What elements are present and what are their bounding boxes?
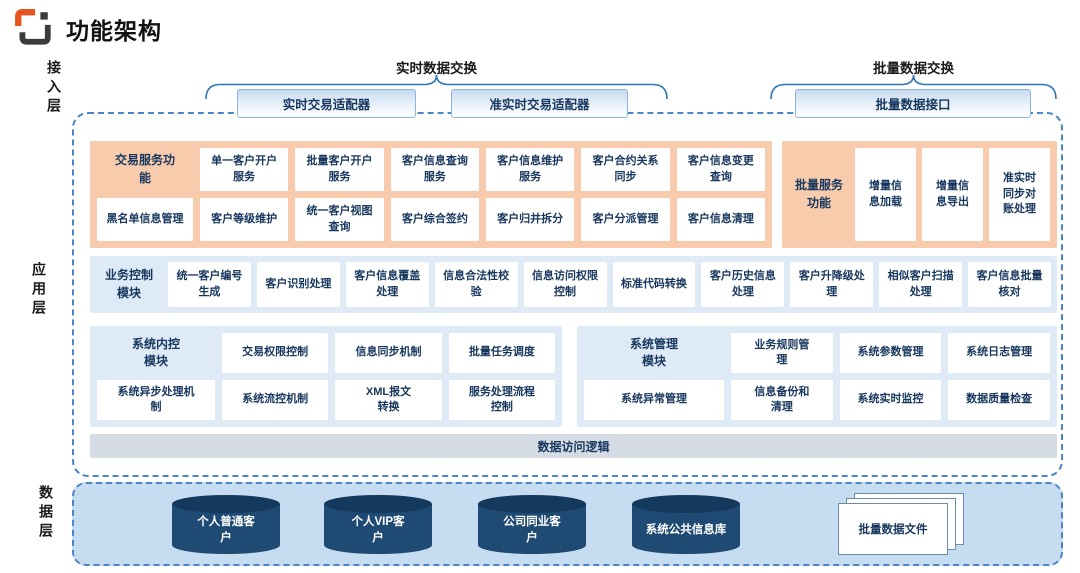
layer-label-access: 接入层	[46, 60, 62, 117]
function-box: 单一客户开户服务	[200, 148, 289, 191]
batch-service-panel-label: 批量服务功能	[794, 178, 843, 210]
cylinder-icon	[478, 495, 586, 554]
business-control-panel-label: 业务控制模块	[104, 268, 153, 300]
function-box: 统一客户编号生成	[168, 262, 251, 307]
batch-exchange-brace	[770, 75, 1057, 100]
trade-service-panel: 交易服务功能 单一客户开户服务 批量客户开户服务 客户信息查询服务 客户信息维护…	[90, 141, 772, 248]
function-box: 信息同步机制	[335, 333, 442, 373]
function-box: 系统日志管理	[948, 333, 1050, 373]
function-box: 客户升降级处理	[790, 262, 874, 307]
batch-service-panel: 批量服务功能 增量信息加载 增量信息导出 准实时同步对账处理	[782, 141, 1057, 248]
function-box: 客户分派管理	[581, 198, 670, 241]
batch-exchange-label: 批量数据交换	[873, 61, 954, 76]
function-box: 客户综合签约	[390, 198, 479, 241]
database-cylinder: 公司同业客户	[476, 494, 588, 556]
function-box: 客户信息查询服务	[390, 148, 479, 191]
system-management-panel-label: 系统管理模块	[629, 336, 678, 368]
function-box: 客户归并拆分	[486, 198, 575, 241]
function-box: 信息访问权限控制	[523, 262, 607, 307]
system-control-panel-label: 系统内控模块	[131, 336, 180, 368]
database-label: 系统公共信息库	[645, 524, 727, 537]
data-access-logic-bar: 数据访问逻辑	[90, 434, 1057, 458]
function-box: 信息合法性校验	[434, 262, 518, 307]
cylinder-icon	[172, 495, 280, 554]
function-box: 统一客户视图查询	[295, 198, 384, 241]
layer-label-application: 应用层	[31, 262, 47, 319]
realtime-exchange-brace	[205, 75, 668, 100]
function-box: 客户信息覆盖处理	[345, 262, 429, 307]
trade-service-panel-label: 交易服务功能	[114, 153, 175, 185]
function-box: XML报文转换	[335, 380, 442, 420]
logo-brackets-icon	[15, 9, 51, 45]
business-control-panel: 业务控制模块 统一客户编号生成 客户识别处理 客户信息覆盖处理 信息合法性校验 …	[90, 256, 1057, 313]
database-label: 个人VIP客户	[351, 516, 405, 544]
function-box: 批量任务调度	[448, 333, 555, 373]
function-box: 准实时同步对账处理	[989, 148, 1050, 241]
function-box: 系统实时监控	[839, 380, 942, 420]
function-box: 客户识别处理	[256, 262, 340, 307]
system-control-panel: 系统内控模块 交易权限控制 信息同步机制 批量任务调度 系统异步处理机制 系统流…	[90, 326, 562, 427]
realtime-exchange-label: 实时数据交换	[396, 61, 477, 76]
batch-file-label: 批量数据文件	[838, 503, 948, 555]
function-box: 服务处理流程控制	[448, 380, 555, 420]
batch-data-file-icon: 批量数据文件	[822, 493, 1022, 559]
function-box: 业务规则管理	[731, 333, 833, 373]
function-box: 客户合约关系同步	[581, 148, 670, 191]
database-label: 公司同业客户	[503, 516, 561, 544]
function-box: 交易权限控制	[222, 333, 329, 373]
layer-label-data: 数据层	[38, 485, 54, 542]
function-box: 客户历史信息处理	[701, 262, 785, 307]
data-layer-container: 个人普通客户 个人VIP客户 公司同业客户 系统公共信息库	[72, 482, 1063, 566]
database-cylinder: 个人VIP客户	[322, 494, 434, 556]
cylinder-icon	[632, 495, 740, 554]
system-management-panel: 系统管理模块 业务规则管理 系统参数管理 系统日志管理 系统异常管理 信息备份和…	[577, 326, 1057, 427]
function-box: 客户等级维护	[200, 198, 289, 241]
function-box: 批量客户开户服务	[295, 148, 384, 191]
page-title: 功能架构	[66, 18, 162, 44]
function-box: 系统异常管理	[584, 380, 724, 420]
function-box: 客户信息清理	[676, 198, 765, 241]
adapter-realtime-transaction: 实时交易适配器	[237, 89, 416, 118]
function-box: 系统参数管理	[839, 333, 942, 373]
function-box: 标准代码转换	[612, 262, 696, 307]
function-box: 信息备份和清理	[731, 380, 833, 420]
function-box: 黑名单信息管理	[97, 198, 193, 241]
function-box: 相似客户扫描处理	[879, 262, 963, 307]
function-box: 系统流控机制	[222, 380, 329, 420]
function-box: 客户信息批量核对	[968, 262, 1051, 307]
function-box: 客户信息变更查询	[676, 148, 765, 191]
application-layer-container: 交易服务功能 单一客户开户服务 批量客户开户服务 客户信息查询服务 客户信息维护…	[72, 112, 1063, 477]
database-cylinder: 系统公共信息库	[630, 494, 742, 556]
function-box: 增量信息加载	[855, 148, 916, 241]
database-cylinder: 个人普通客户	[170, 494, 282, 556]
function-box: 客户信息维护服务	[486, 148, 575, 191]
database-label: 个人普通客户	[197, 516, 255, 544]
function-box: 系统异步处理机制	[97, 380, 215, 420]
adapter-batch-data-interface: 批量数据接口	[795, 89, 1031, 118]
cylinder-icon	[324, 495, 432, 554]
function-box: 增量信息导出	[922, 148, 983, 241]
logo-icon	[14, 8, 52, 46]
adapter-quasi-realtime-transaction: 准实时交易适配器	[451, 89, 628, 118]
function-box: 数据质量检查	[948, 380, 1050, 420]
